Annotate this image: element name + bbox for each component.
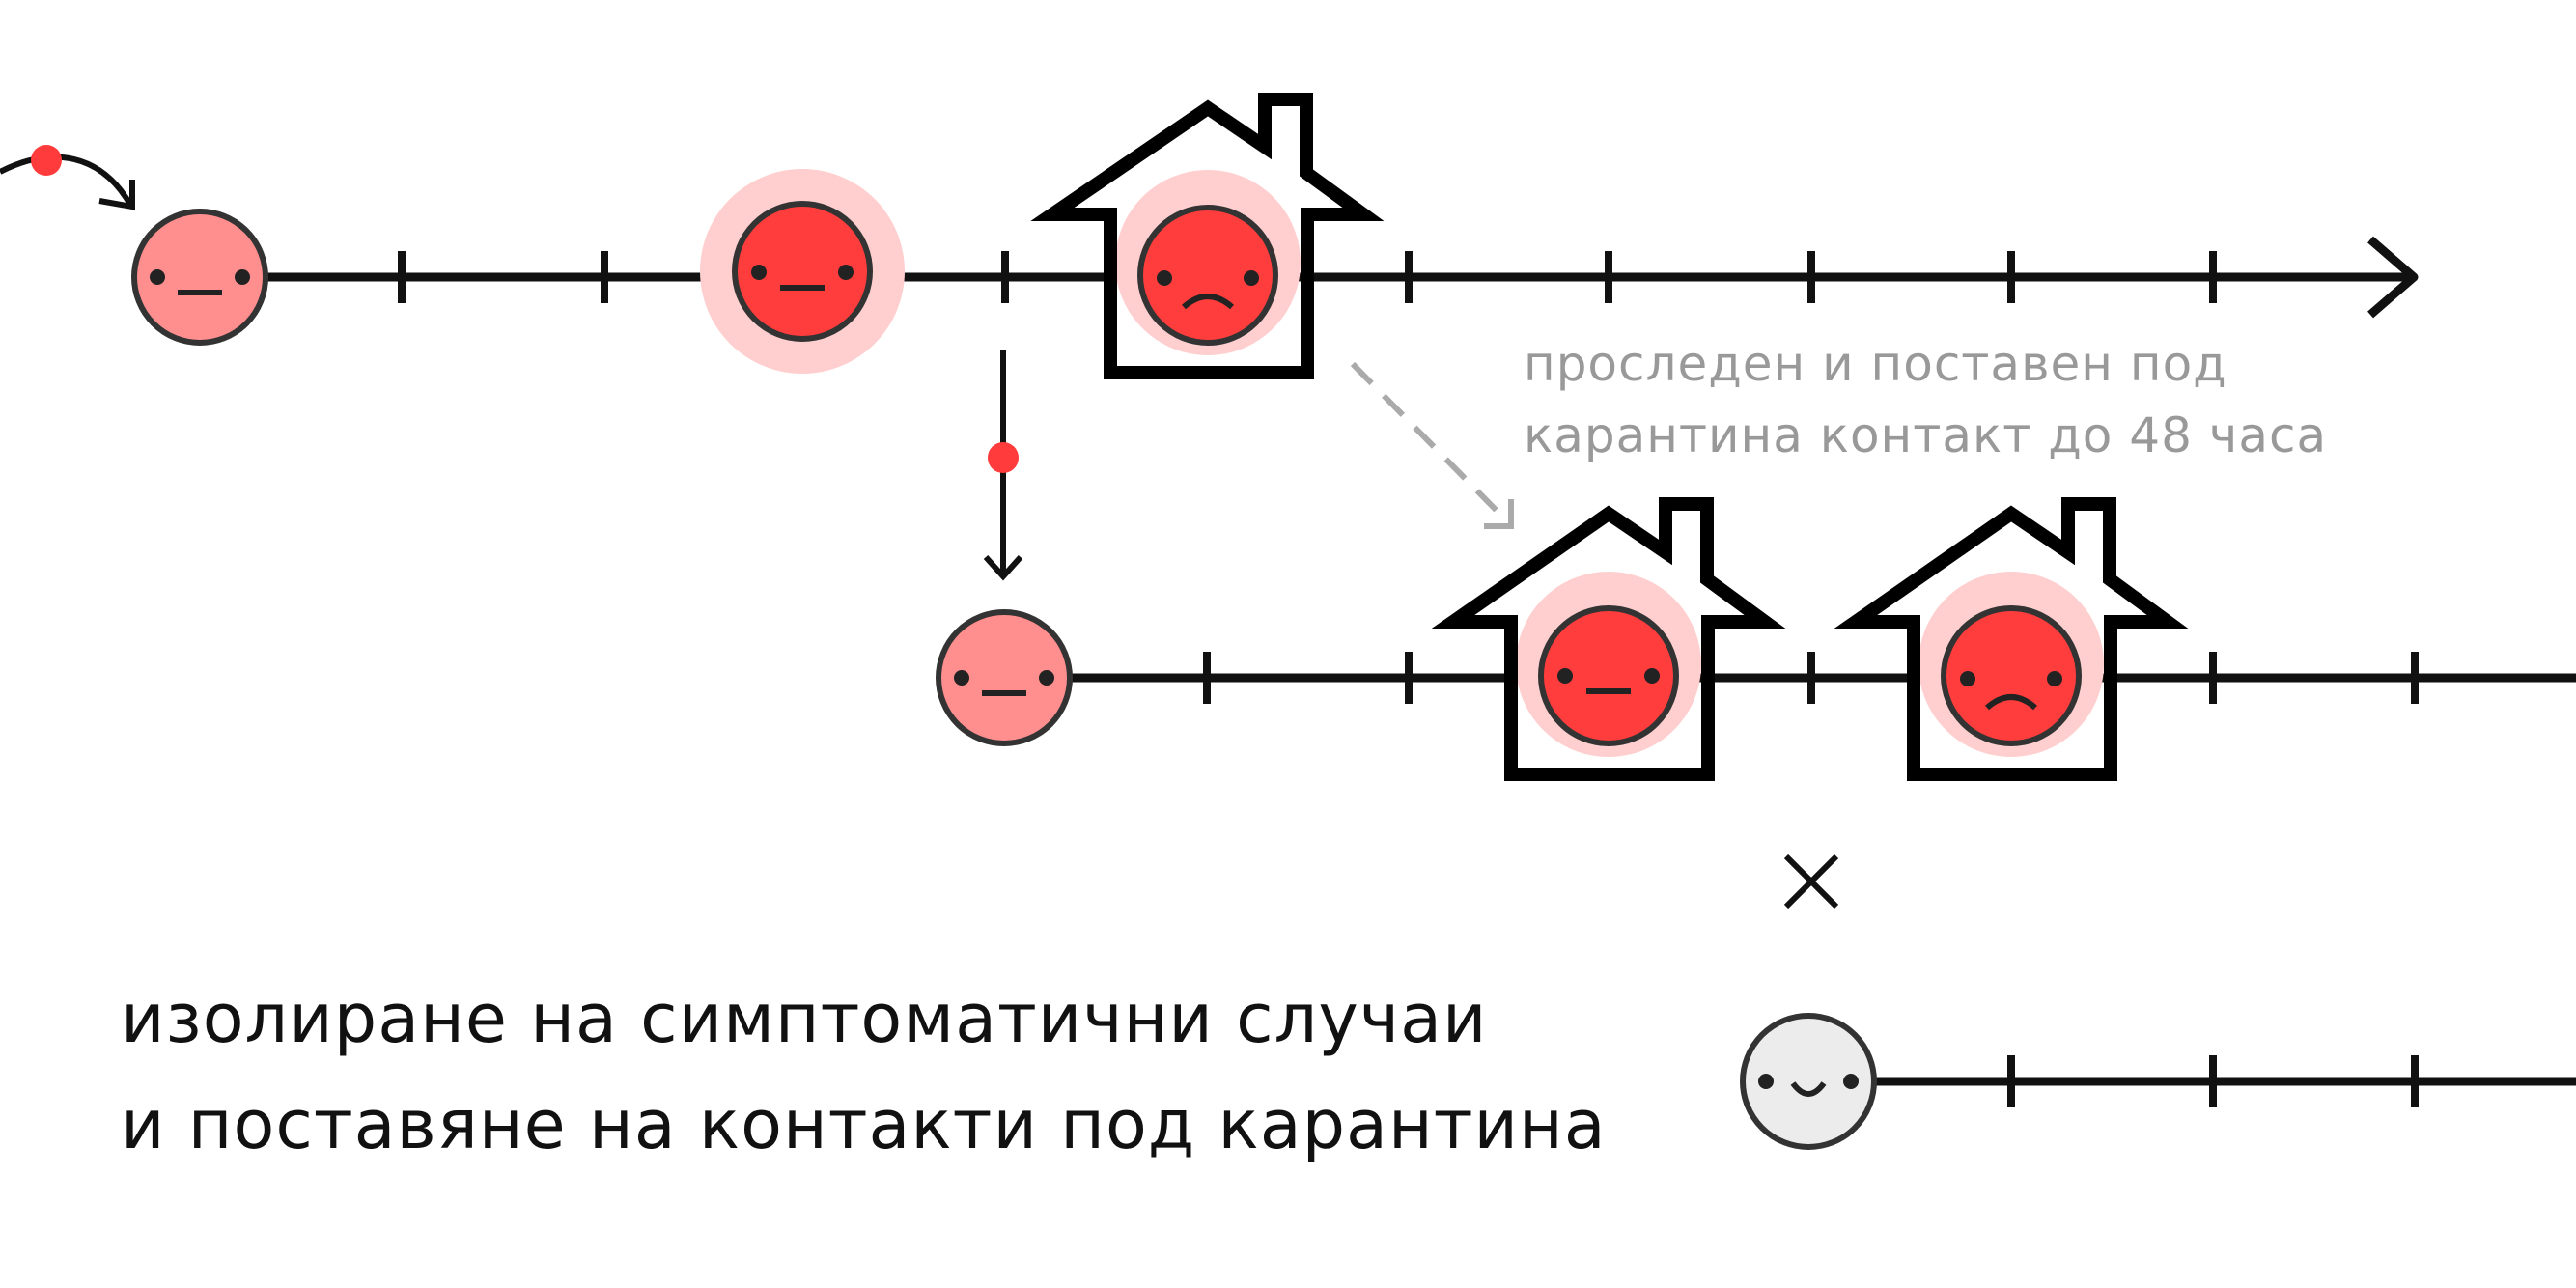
person-contagious-neutral [700, 169, 905, 374]
eye [751, 265, 767, 280]
face [936, 609, 1073, 746]
diagram-caption: изолиране на симптоматични случаи и пост… [121, 966, 1607, 1178]
eye [235, 269, 250, 285]
eye [954, 670, 969, 686]
timeline-top [0, 93, 2419, 379]
virus-dot [988, 442, 1019, 473]
timeline-middle-ticks [1203, 652, 2419, 704]
eye [2047, 671, 2062, 686]
cross-stroke [1783, 854, 1839, 910]
face [1740, 1013, 1877, 1150]
eye [838, 265, 854, 280]
caption-line-1: изолиране на симптоматични случаи [121, 979, 1488, 1058]
timeline-bottom [1740, 1013, 2576, 1150]
timeline-middle [936, 497, 2576, 781]
infection-arrow [0, 154, 133, 207]
eye [1557, 668, 1573, 684]
face [131, 209, 268, 346]
person-infected-neutral [131, 209, 268, 346]
note-line-2: карантина контакт до 48 часа [1524, 407, 2328, 463]
timeline-top-ticks [398, 251, 2217, 303]
timeline-bottom-ticks [2007, 1055, 2419, 1107]
face [1538, 605, 1679, 746]
eye [1644, 668, 1660, 684]
eye [1157, 270, 1172, 286]
timeline-top-arrowhead [2367, 236, 2419, 319]
mouth-sad [1182, 294, 1234, 310]
face [732, 201, 873, 342]
eye [1843, 1074, 1859, 1089]
eye [1039, 670, 1054, 686]
eye [1244, 270, 1259, 286]
dashed-line [1350, 361, 1507, 521]
traced-contact-arrow [1350, 361, 1514, 529]
person-healthy-happy [1740, 1013, 1877, 1150]
infection-arrowhead [98, 180, 135, 210]
face [1941, 605, 2082, 746]
traced-contact-note: проследен и поставен под карантина конта… [1524, 328, 2327, 471]
eye [1758, 1074, 1774, 1089]
virus-dot [31, 145, 62, 176]
mouth-sad [1985, 694, 2037, 711]
quarantine-house-top [1030, 93, 1385, 379]
arrowhead [983, 554, 1023, 581]
quarantine-house-middle-1 [1431, 497, 1786, 781]
note-line-1: проследен и поставен под [1524, 336, 2227, 392]
cross-icon [1783, 854, 1839, 910]
house-icon [1030, 93, 1385, 379]
house-icon [1834, 497, 2189, 781]
mouth-happy [1790, 1081, 1827, 1097]
eye [1960, 671, 1975, 686]
caption-line-2: и поставяне на контакти под карантина [121, 1085, 1607, 1164]
person-infected-neutral [936, 609, 1073, 746]
dashed-arrowhead [1484, 499, 1514, 529]
house-icon [1431, 497, 1786, 781]
quarantine-house-middle-2 [1834, 497, 2189, 781]
face [1137, 205, 1278, 346]
transmission-arrow-down [983, 350, 1023, 581]
eye [150, 269, 165, 285]
